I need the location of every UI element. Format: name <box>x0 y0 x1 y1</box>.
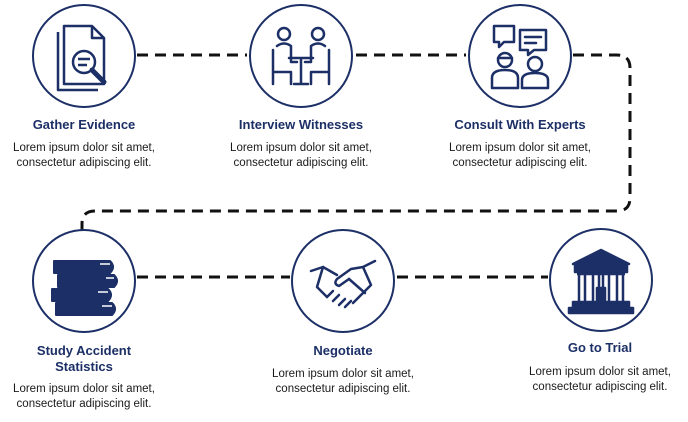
step-description: Lorem ipsum dolor sit amet, consectetur … <box>13 142 155 169</box>
step-description: Lorem ipsum dolor sit amet, consectetur … <box>13 383 155 410</box>
step-title: Gather Evidence <box>32 117 136 132</box>
consultation-icon <box>468 4 572 108</box>
step-title: Consult With Experts <box>454 117 586 132</box>
step-title: Negotiate <box>313 343 373 358</box>
step-description: Lorem ipsum dolor sit amet, consectetur … <box>272 368 414 395</box>
courthouse-icon <box>549 228 653 332</box>
books-icon <box>32 229 136 333</box>
step-description: Lorem ipsum dolor sit amet, consectetur … <box>230 142 372 169</box>
handshake-icon <box>291 229 395 333</box>
interview-icon <box>249 4 353 108</box>
step-title: Study Accident Statistics <box>36 343 132 374</box>
document-search-icon <box>32 4 136 108</box>
step-description: Lorem ipsum dolor sit amet, consectetur … <box>529 366 671 393</box>
step-description: Lorem ipsum dolor sit amet, consectetur … <box>449 142 591 169</box>
step-title: Go to Trial <box>567 340 633 355</box>
step-title: Interview Witnesses <box>238 117 364 132</box>
